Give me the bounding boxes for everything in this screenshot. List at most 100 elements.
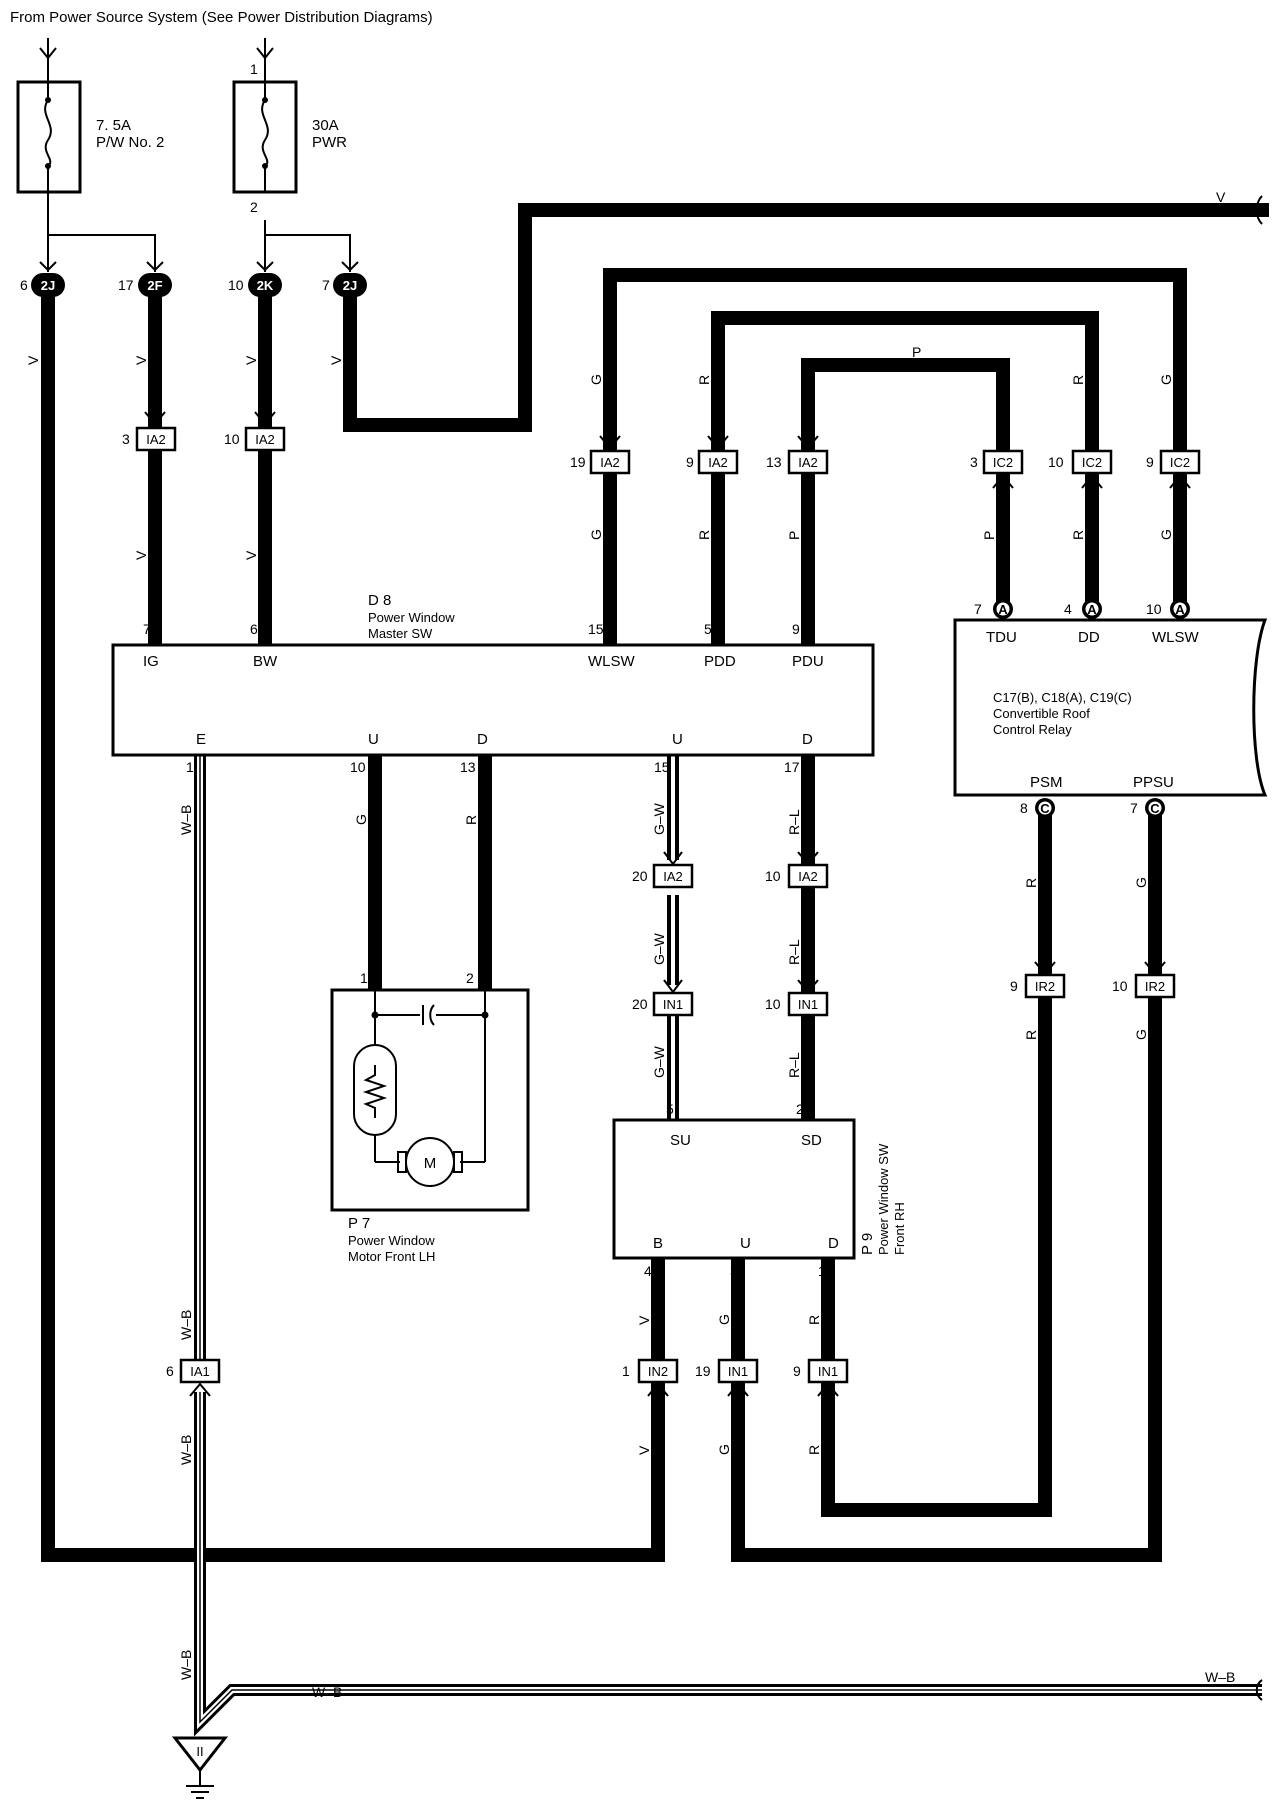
junction-2f-17: 2F 17 bbox=[118, 261, 172, 297]
ground-symbol: II bbox=[171, 1736, 229, 1799]
wire-g-loop bbox=[603, 268, 1187, 452]
pin-label: WLSW bbox=[1152, 629, 1200, 646]
connector-pin: 13 bbox=[766, 454, 782, 470]
pin-label: PPSU bbox=[1133, 774, 1174, 791]
connector-code: IN1 bbox=[818, 1364, 838, 1379]
wire-color-label: W–B bbox=[312, 1684, 342, 1700]
pin-tag: C bbox=[1040, 801, 1050, 816]
junction-code: 2K bbox=[257, 278, 274, 293]
connector-pin: 3 bbox=[970, 454, 978, 470]
wire-color-label: G bbox=[1158, 529, 1174, 540]
wire-color-label: G–W bbox=[651, 932, 667, 965]
wire-color-label: G bbox=[1133, 877, 1149, 888]
pin-number: 5 bbox=[704, 621, 712, 637]
pin-label: U bbox=[740, 1235, 751, 1252]
connector-code: IA2 bbox=[600, 455, 620, 470]
component-id: D 8 bbox=[368, 592, 391, 609]
connector-pin: 9 bbox=[686, 454, 694, 470]
wire-color-label: V bbox=[133, 550, 149, 560]
pin-number: 4 bbox=[644, 1263, 652, 1279]
connector-pin: 20 bbox=[632, 868, 648, 884]
fuse-branch bbox=[265, 234, 351, 272]
connector-code: IC2 bbox=[1082, 455, 1102, 470]
connector-ia2-9: IA2 9 bbox=[686, 435, 739, 475]
wire-color-label: G–W bbox=[651, 802, 667, 835]
component-name: Power Window SW bbox=[876, 1143, 891, 1255]
connector-code: IR2 bbox=[1145, 979, 1165, 994]
wire-color-label: R bbox=[696, 375, 712, 385]
connector-ir2-10: IR2 10 bbox=[1112, 961, 1176, 999]
connector-code: IA1 bbox=[190, 1364, 210, 1379]
connector-code: IA2 bbox=[798, 869, 818, 884]
wire-color-label: R bbox=[806, 1315, 822, 1325]
wire-p-loop bbox=[801, 358, 1010, 452]
pin-number: 2 bbox=[466, 970, 474, 986]
junction-pin: 7 bbox=[322, 277, 330, 293]
junction-pin: 17 bbox=[118, 277, 134, 293]
wire-r-psm-loop bbox=[821, 993, 1052, 1517]
fuse-pwr: 1 2 30A PWR bbox=[232, 38, 347, 215]
connector-code: IA2 bbox=[798, 455, 818, 470]
wire-color-label: V bbox=[133, 355, 149, 365]
wires bbox=[41, 203, 1269, 1562]
convertible-roof-control-relay: C17(B), C18(A), C19(C) Convertible Roof … bbox=[953, 599, 1268, 818]
pin-number: 9 bbox=[792, 621, 800, 637]
connector-in1-20: IN1 20 bbox=[632, 979, 694, 1017]
wire-break bbox=[1255, 195, 1263, 225]
wire-color-label: G bbox=[1133, 1029, 1149, 1040]
connector-code: IN1 bbox=[663, 997, 683, 1012]
wire-wb bbox=[194, 755, 1262, 1737]
fuse-name: P/W No. 2 bbox=[96, 134, 164, 151]
pin-number: 7 bbox=[143, 621, 151, 637]
component-name: Power Window bbox=[368, 610, 455, 625]
pin-number: 5 bbox=[666, 1101, 674, 1117]
wire-color-label: R bbox=[696, 530, 712, 540]
connector-pin: 10 bbox=[224, 431, 240, 447]
junction-pin: 6 bbox=[20, 277, 28, 293]
connector-code: IA2 bbox=[255, 432, 275, 447]
wire-color-label: P bbox=[786, 531, 802, 540]
connector-ia2-20: IA2 20 bbox=[632, 851, 694, 889]
wire-color-label: P bbox=[981, 531, 997, 540]
ground-id: II bbox=[196, 1744, 203, 1759]
junction-code: 2J bbox=[41, 278, 55, 293]
wire-color-label: R bbox=[1070, 375, 1086, 385]
pin-number: 2 bbox=[796, 1101, 804, 1117]
connector-ic2-9: IC2 9 bbox=[1146, 449, 1201, 489]
connector-code: IN1 bbox=[798, 997, 818, 1012]
fuse-name: PWR bbox=[312, 134, 347, 151]
connector-pin: 1 bbox=[622, 1363, 630, 1379]
fuse-pin-out: 2 bbox=[250, 199, 258, 215]
component-name: Convertible Roof bbox=[993, 706, 1090, 721]
pin-number: 10 bbox=[1146, 601, 1162, 617]
component-id: P 9 bbox=[859, 1233, 876, 1255]
wire-color-label: R–L bbox=[786, 1052, 802, 1078]
connector-in1-9: IN1 9 bbox=[793, 1358, 849, 1397]
connector-ic2-3: IC2 3 bbox=[970, 449, 1024, 489]
wire-color-label: W–B bbox=[178, 1650, 194, 1680]
connector-pin: 3 bbox=[122, 431, 130, 447]
wire-color-label: V bbox=[636, 1445, 652, 1455]
pin-number: 13 bbox=[460, 759, 476, 775]
pin-label: IG bbox=[143, 653, 159, 670]
component-name: Master SW bbox=[368, 626, 433, 641]
connector-pin: 19 bbox=[695, 1363, 711, 1379]
junction-connectors: 2J 6 2F 17 2K 10 2J 7 bbox=[20, 261, 367, 297]
fuse-branch bbox=[48, 234, 156, 272]
wire-color-label: V bbox=[243, 355, 259, 365]
connector-ia2-13: IA2 13 bbox=[766, 435, 829, 475]
pin-number: 15 bbox=[654, 759, 670, 775]
wire-color-label: V bbox=[25, 355, 41, 365]
wire-color-label: W–B bbox=[178, 1310, 194, 1340]
pin-number: 15 bbox=[588, 621, 604, 637]
pin-number: 7 bbox=[1130, 800, 1138, 816]
wire-break bbox=[1255, 1679, 1263, 1701]
pin-label: U bbox=[672, 731, 683, 748]
connector-ia1-6: IA1 6 bbox=[166, 1358, 221, 1397]
connector-pin: 10 bbox=[1112, 978, 1128, 994]
connector-in1-19: IN1 19 bbox=[695, 1358, 759, 1397]
wire-color-label: W–B bbox=[178, 805, 194, 835]
pin-label: TDU bbox=[986, 629, 1017, 646]
component-id: P 7 bbox=[348, 1215, 370, 1232]
